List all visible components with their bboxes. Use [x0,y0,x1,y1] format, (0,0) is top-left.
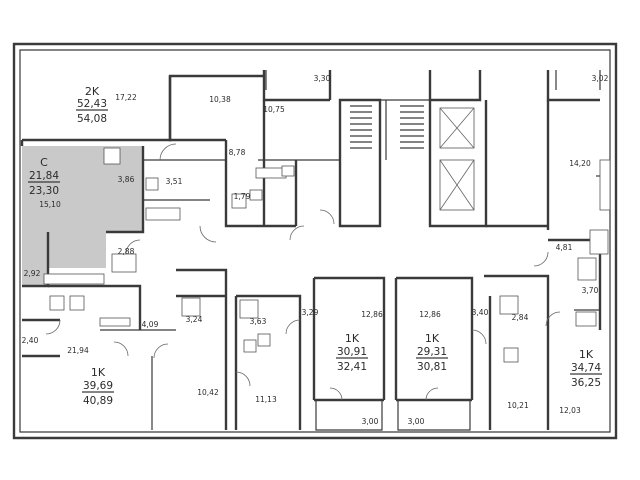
room-area: 1,79 [234,192,251,201]
unit-label-1k-a: 1K 39,69 40,89 [82,366,114,407]
exterior-walls [12,42,618,440]
room-area: 10,75 [263,105,285,114]
unit-total-area: 32,41 [337,361,367,373]
fixtures [43,147,611,363]
room-area: 4,09 [142,320,159,329]
unit-total-area: 23,30 [29,185,59,197]
staircase [350,100,424,160]
room-area: 15,10 [39,200,61,209]
room-area: 2,84 [512,313,529,322]
room-area: 12,86 [419,310,441,319]
room-area: 3,40 [472,308,489,317]
room-area: 3,24 [186,315,203,324]
unit-total-area: 40,89 [83,395,113,407]
elevators [439,107,475,211]
room-area: 3,30 [314,74,331,83]
studio-highlight [22,146,143,286]
unit-type: 1K [91,366,106,379]
unit-label-1k-b: 1K 30,91 32,41 [336,332,368,373]
unit-living-area: 29,31 [417,346,447,358]
room-area: 11,13 [255,395,277,404]
room-area: 3,00 [362,417,379,426]
room-area: 3,29 [302,308,319,317]
unit-label-1k-d: 1K 34,74 36,25 [570,348,602,389]
room-area: 3,51 [166,177,183,186]
room-area: 17,22 [115,93,137,102]
room-area: 21,94 [67,346,89,355]
room-area: 2,88 [118,247,135,256]
room-area: 2,92 [24,269,41,278]
unit-type: 1K [579,348,594,361]
room-area: 12,86 [361,310,383,319]
room-area: 8,78 [229,148,246,157]
unit-living-area: 21,84 [29,170,59,182]
unit-type: 1K [425,332,440,345]
room-area: 10,21 [507,401,529,410]
unit-living-area: 34,74 [571,362,601,374]
room-labels: 17,22 10,38 3,30 3,02 10,75 8,78 3,86 3,… [22,74,609,426]
room-area: 3,70 [582,286,599,295]
room-area: 2,40 [22,336,39,345]
unit-label-1k-c: 1K 29,31 30,81 [416,332,448,373]
unit-type: 2K [85,85,100,98]
room-area: 10,42 [197,388,219,397]
room-area: 3,00 [408,417,425,426]
unit-type: 1K [345,332,360,345]
room-area: 12,03 [559,406,581,415]
unit-total-area: 54,08 [77,113,107,125]
unit-type: C [40,156,48,169]
room-area: 10,38 [209,95,231,104]
unit-label-2k: 2K 52,43 54,08 [76,85,108,125]
unit-living-area: 39,69 [83,380,113,392]
room-area: 3,63 [250,317,267,326]
unit-label-c: C 21,84 23,30 [28,156,60,197]
unit-living-area: 52,43 [77,98,107,110]
room-area: 3,02 [592,74,609,83]
room-area: 3,86 [118,175,135,184]
room-area: 14,20 [569,159,591,168]
unit-living-area: 30,91 [337,346,367,358]
doors [45,143,561,401]
room-area: 4,81 [556,243,573,252]
unit-total-area: 36,25 [571,377,601,389]
unit-total-area: 30,81 [417,361,447,373]
interior-walls [20,70,602,431]
